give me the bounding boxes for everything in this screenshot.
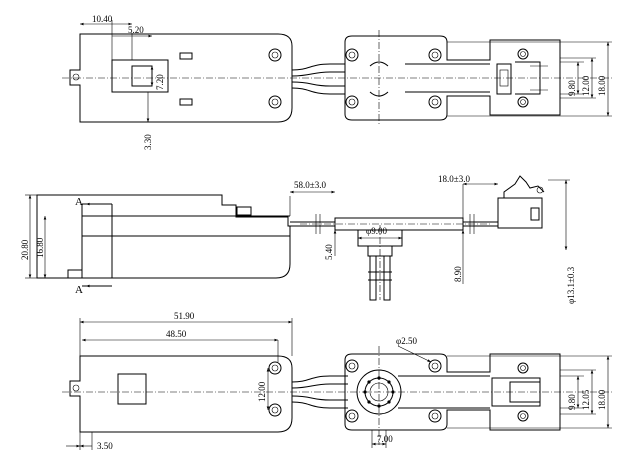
dim-7-20: 7.20 [155,74,165,90]
dim-51-90: 51.90 [174,311,195,321]
dim-3-30: 3.30 [143,134,153,150]
dim-12-00-top: 12.00 [581,75,591,96]
side-view: A A 20.80 16.80 58.0±3.0 18.0±3.0 [20,174,576,304]
bottom-view: 51.90 48.50 12.00 φ2.50 9.80 12.05 18.00… [62,311,612,451]
dim-10-40: 10.40 [92,14,113,24]
dim-8-90: 8.90 [453,266,463,282]
dim-12-05: 12.05 [581,389,591,410]
dim-48-50: 48.50 [166,329,187,339]
dim-13-1: φ13.1±0.3 [566,266,576,304]
dim-5-20: 5.20 [128,25,144,35]
dim-9-80-bottom: 9.80 [567,394,577,410]
dim-18-00-top: 18.00 [597,75,607,96]
dim-phi9: φ9.00 [366,226,387,236]
dim-16-80: 16.80 [35,237,45,258]
dim-3-50: 3.50 [97,441,113,451]
section-mark-a-bottom: A [75,284,83,296]
dim-9-80-top: 9.80 [567,80,577,96]
dim-18: 18.0±3.0 [438,174,470,184]
dim-5-40: 5.40 [324,244,334,260]
dim-phi2-50: φ2.50 [396,336,417,346]
section-mark-a-top: A [75,196,83,208]
dim-12-00-bottom: 12.00 [257,381,267,402]
dim-58: 58.0±3.0 [294,180,326,190]
top-view: 10.40 5.20 7.20 3.30 9.80 12.00 18.00 [62,14,612,150]
dim-18-00-bottom: 18.00 [597,389,607,410]
dim-7-00: 7.00 [377,434,393,444]
dim-20-80: 20.80 [20,239,30,260]
